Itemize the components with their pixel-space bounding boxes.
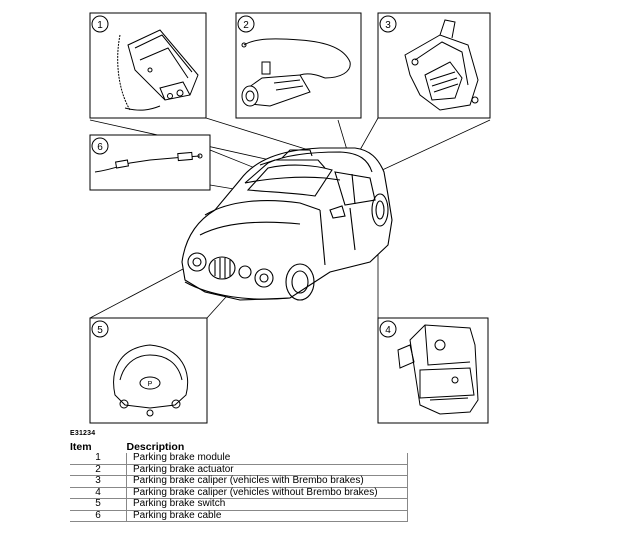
table-row: 3 Parking brake caliper (vehicles with B…: [70, 475, 408, 488]
callout-number-6: 6: [97, 142, 103, 153]
rear-wheel: [371, 193, 389, 227]
legend-header-row: Item Description: [70, 441, 408, 453]
parking-brake-actuator-drawing: [241, 38, 351, 107]
svg-text:P: P: [148, 381, 153, 388]
table-row: 4 Parking brake caliper (vehicles withou…: [70, 486, 408, 499]
headlight-left: [187, 252, 207, 272]
parking-brake-module-drawing: [117, 29, 199, 111]
callout-badge-4: [379, 320, 397, 338]
legend-header-description: Description: [126, 441, 185, 453]
legend-item-description: Parking brake switch: [126, 498, 408, 511]
figure-code: E31234: [70, 430, 96, 437]
callout-box-5: 5 P: [89, 317, 208, 424]
grille: [208, 256, 236, 280]
legend-item-number: 4: [70, 486, 127, 499]
leader-line-1: [205, 117, 316, 153]
brembo-caliper-drawing: [404, 19, 479, 111]
legend-item-number: 5: [70, 498, 127, 511]
standard-caliper-drawing: [397, 324, 479, 415]
callout-box-4: 4: [377, 317, 489, 424]
callout-number-1: 1: [97, 20, 103, 31]
callout-number-5: 5: [97, 325, 103, 336]
parking-brake-cable-drawing: [94, 151, 203, 173]
legend-item-description: Parking brake module: [126, 453, 408, 465]
parking-brake-component-diagram: 1 2: [89, 12, 491, 424]
legend-item-description: Parking brake actuator: [126, 463, 408, 476]
legend-header-item: Item: [70, 441, 92, 453]
callout-badge-5: [91, 320, 109, 338]
callout-badge-2: [237, 15, 255, 33]
callout-number-3: 3: [385, 20, 391, 31]
callout-box-6: 6: [89, 134, 211, 191]
callout-box-3: 3: [377, 12, 491, 119]
callout-box-2: 2: [235, 12, 362, 119]
callout-number-2: 2: [243, 20, 249, 31]
callout-number-4: 4: [385, 325, 391, 336]
legend-item-description: Parking brake caliper (vehicles without …: [126, 486, 408, 499]
table-row: 1 Parking brake module: [70, 453, 408, 465]
callout-badge-6: [91, 137, 109, 155]
legend-table: Item Description 1 Parking brake module …: [70, 441, 408, 522]
callout-badge-1: [91, 15, 109, 33]
headlight-right: [254, 268, 274, 288]
legend-item-number: 2: [70, 463, 127, 476]
table-row: 2 Parking brake actuator: [70, 463, 408, 476]
legend-item-description: Parking brake cable: [126, 509, 408, 522]
table-row: 6 Parking brake cable: [70, 509, 408, 522]
legend-item-number: 3: [70, 475, 127, 488]
callout-box-1: 1: [89, 12, 207, 119]
leader-line-3: [359, 117, 379, 151]
vehicle-drawing: [181, 147, 393, 301]
legend-item-number: 1: [70, 453, 127, 465]
table-row: 5 Parking brake switch: [70, 498, 408, 511]
parking-brake-switch-drawing: P: [113, 344, 189, 417]
callout-badge-3: [379, 15, 397, 33]
legend-item-description: Parking brake caliper (vehicles with Bre…: [126, 475, 408, 488]
front-wheel: [285, 263, 315, 301]
legend-item-number: 6: [70, 509, 127, 522]
